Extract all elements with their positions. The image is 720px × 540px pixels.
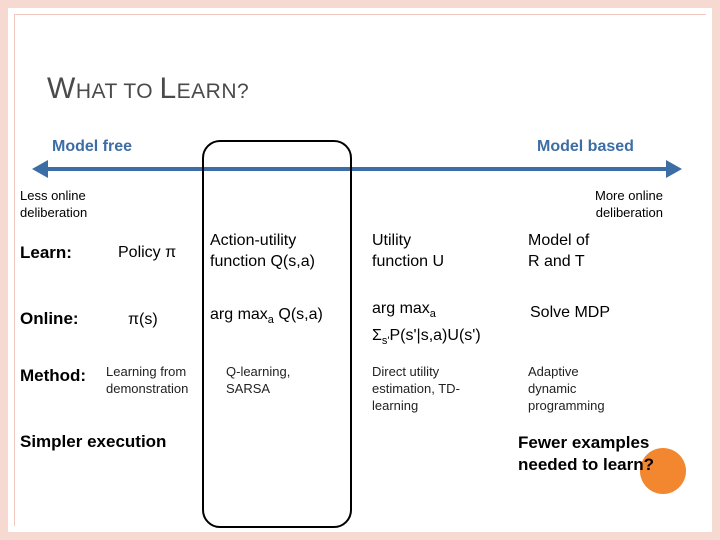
learn-model: Model of R and T [528,230,589,272]
learn-model-line1: Model of [528,232,590,249]
learn-action-utility-line1: Action-utility [210,232,297,249]
method-adp-line2: dynamic [528,381,577,396]
frame-inner-line-vertical [14,14,15,526]
learn-action-utility-line2: function Q(s,a) [210,253,315,270]
method-du-line1: Direct utility [372,364,440,379]
row-label-online: Online: [20,309,79,328]
orange-dot-decoration [640,448,686,494]
slide-frame-top [0,0,720,8]
learn-policy: Policy π [118,244,177,261]
method-lfd-line1: Learning from [106,364,187,379]
row-label-method: Method: [20,366,87,385]
online-argmax-q-sub: a [267,314,274,327]
online-argmax-u-pre: arg max [372,300,430,317]
fewer-examples-label: Fewer examples needed to learn? [518,432,654,476]
learn-utility-line2: function U [372,253,445,270]
more-online-line1: More online [595,188,663,203]
method-ql-line2: SARSA [226,381,271,396]
title-w: W [47,72,76,105]
method-learning-from-demonstration: Learning from demonstration [106,363,188,397]
double-arrow-icon [32,160,682,178]
method-adp-line3: programming [528,398,605,413]
online-sum-expression: P(s'|s,a)U(s') [389,327,481,345]
frame-inner-line-horizontal [14,14,706,15]
slide-frame-right [712,0,720,540]
online-argmax-u: arg maxa Σs'P(s'|s,a)U(s') [372,298,481,352]
model-free-q-learning-highlight [202,140,352,528]
less-online-line2: deliberation [20,205,88,220]
page-title: WHAT TO LEARN? [47,72,249,106]
online-sum-symbol: Σ [372,327,382,345]
method-lfd-line2: demonstration [106,381,189,396]
online-argmax-q-pre: arg max [210,306,268,323]
online-argmax-q-post: Q(s,a) [273,306,323,323]
online-solve-mdp: Solve MDP [530,304,611,321]
slide-frame-bottom [0,532,720,540]
learn-action-utility: Action-utility function Q(s,a) [210,230,315,272]
method-du-line2: estimation, TD- [372,381,460,396]
less-online-label: Less online deliberation [20,187,87,221]
slide-frame-left [0,0,8,540]
simpler-execution-label: Simpler execution [20,432,167,451]
learn-model-line2: R and T [528,253,585,270]
online-sum-sub: s' [381,335,390,348]
fewer-examples-line2: needed to learn? [518,455,655,474]
title-l: L [159,72,177,105]
title-what-to: HAT TO [75,80,160,103]
online-argmax-q: arg maxa Q(s,a) [210,304,323,331]
learn-utility: Utility function U [372,230,444,272]
learn-utility-line1: Utility [372,232,412,249]
method-adaptive-dp: Adaptive dynamic programming [528,363,605,414]
more-online-label: More online deliberation [595,187,663,221]
model-based-label: Model based [537,138,634,155]
row-label-learn: Learn: [20,243,72,262]
more-online-line2: deliberation [595,205,663,220]
model-free-label: Model free [52,138,133,155]
method-adp-line1: Adaptive [528,364,579,379]
method-direct-utility: Direct utility estimation, TD- learning [372,363,460,414]
method-ql-line1: Q-learning, [226,364,291,379]
method-du-line3: learning [372,398,419,413]
method-q-learning: Q-learning, SARSA [226,363,290,397]
less-online-line1: Less online [20,188,86,203]
fewer-examples-line1: Fewer examples [518,433,650,452]
title-earn: EARN? [176,80,250,103]
online-argmax-u-sub: a [429,308,436,321]
online-policy-value: π(s) [128,311,158,328]
